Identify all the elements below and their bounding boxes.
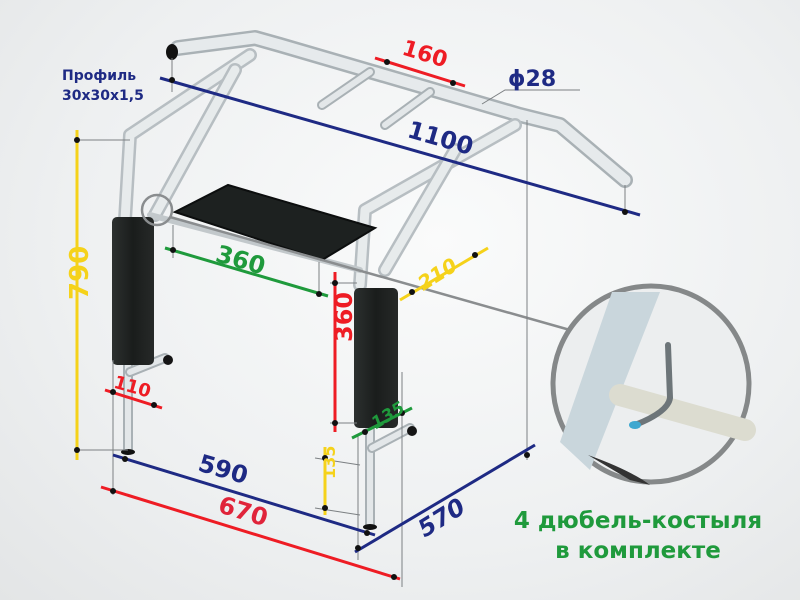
back-pad-left [112,217,154,365]
frame [118,30,633,530]
extension-lines [75,58,626,587]
seat-tray [172,183,378,262]
dimension-dots [74,59,628,580]
dim-pad-width-left: 110 [111,372,153,403]
dimension-lines [75,56,641,581]
profile-label-line1: Профиль [62,68,137,84]
dim-wall-width: 570 [413,493,470,543]
dim-foot-height: 135 [320,446,339,479]
kit-note-line2: в комплекте [555,538,721,564]
dim-pad-height: 360 [330,292,358,342]
back-pad-right [354,288,398,428]
detail-callout [140,193,756,485]
dim-total-width: 1100 [405,116,477,161]
kit-note: 4 дюбель-костыля в комплекте [488,506,788,566]
dim-height: 790 [65,246,95,300]
dim-tube-diameter: ϕ28 [508,67,556,92]
profile-label: Профиль 30x30x1,5 [62,66,144,106]
profile-label-line2: 30x30x1,5 [62,88,144,104]
kit-note-line1: 4 дюбель-костыля [513,508,763,534]
